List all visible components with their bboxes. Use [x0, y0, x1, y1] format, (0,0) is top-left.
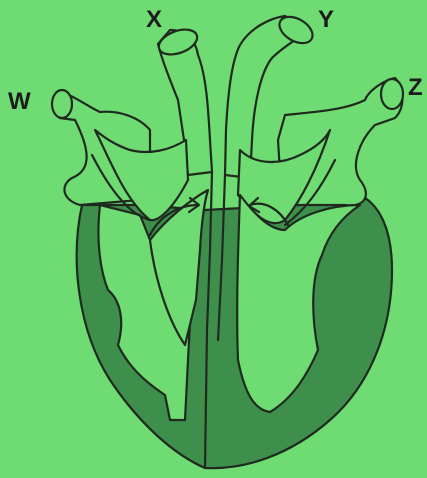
label-y: Y [318, 8, 334, 32]
label-z: Z [408, 76, 423, 100]
label-w: W [8, 90, 31, 114]
label-x: X [146, 8, 162, 32]
vessel-opening-z [381, 79, 403, 109]
vessel-opening-w [52, 90, 72, 118]
